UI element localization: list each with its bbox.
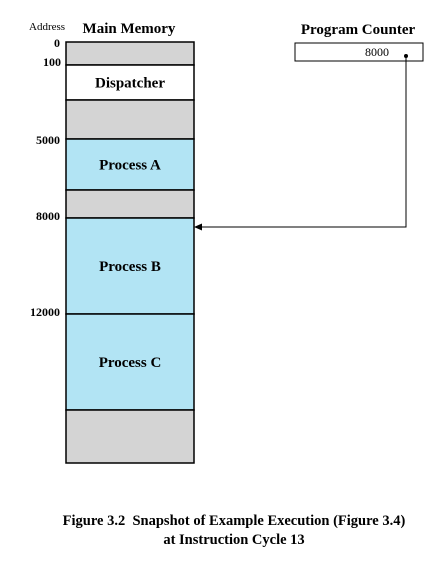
memory-segment-process-b-label: Process B [99,259,161,275]
memory-segment-process-a [65,138,195,191]
address-label-100: 100 [43,55,61,69]
address-label-5000: 5000 [36,133,60,147]
memory-segment-dispatcher-label: Dispatcher [95,76,165,92]
address-label-12000: 12000 [30,305,60,319]
pointer-arrowhead [194,223,202,231]
program-counter-title: Program Counter [301,22,416,38]
program-counter-register [294,42,424,62]
memory-segment-process-b [65,217,195,315]
address-label-0: 0 [54,36,60,50]
figure-caption-line-2: at Instruction Cycle 13 [163,532,305,548]
memory-segment-free [65,409,195,464]
memory-segment-dispatcher [65,64,195,101]
memory-segment-process-a-label: Process A [99,158,161,174]
memory-segment-free [65,189,195,219]
program-counter-pointer [200,56,407,228]
memory-segment-process-c [65,313,195,411]
memory-segment-free [65,41,195,66]
program-counter-value: 8000 [365,45,389,59]
address-labels: 0 100 5000 8000 12000 [30,36,61,319]
main-memory-title: Main Memory [83,21,176,37]
memory-diagram: Address Main Memory Program Counter Disp… [29,21,424,464]
address-label-8000: 8000 [36,209,60,223]
address-header: Address [29,21,65,33]
memory-segment-free [65,99,195,140]
memory-segment-process-c-label: Process C [99,355,162,371]
figure-caption-line-1: Figure 3.2 Snapshot of Example Execution… [62,513,406,529]
